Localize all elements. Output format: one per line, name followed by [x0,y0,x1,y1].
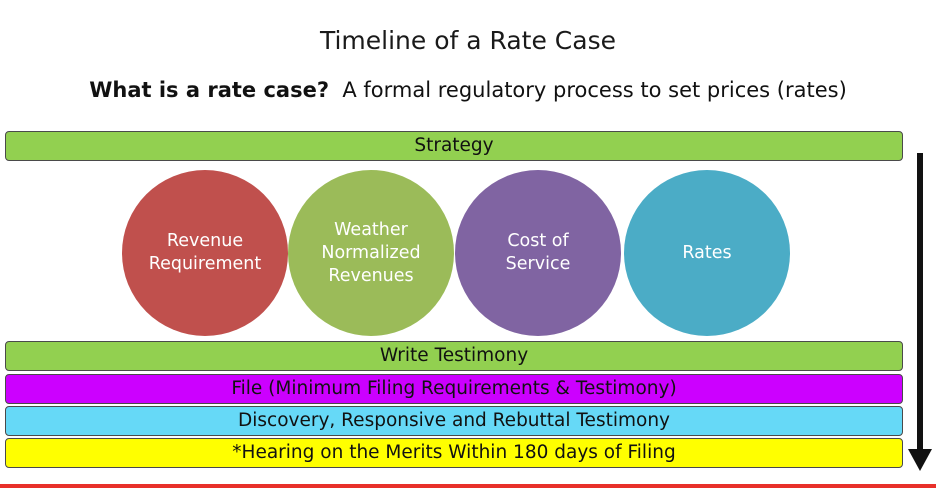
weather-normalized-revenues-circle: Weather Normalized Revenues [288,170,454,336]
file-bar: File (Minimum Filing Requirements & Test… [5,374,903,404]
revenue-requirement-circle: Revenue Requirement [122,170,288,336]
cost-of-service-circle: Cost of Service [455,170,621,336]
rates-label: Rates [682,242,732,263]
weather-normalized-revenues-label: Weather Normalized Revenues [321,219,421,286]
timeline-down-arrow-icon [908,153,932,471]
discovery-bar: Discovery, Responsive and Rebuttal Testi… [5,406,903,436]
revenue-requirement-label: Revenue Requirement [148,231,262,274]
rates-circle: Rates [624,170,790,336]
hearing-bar: *Hearing on the Merits Within 180 days o… [5,438,903,468]
slide-subtitle: What is a rate case? A formal regulatory… [0,78,936,102]
subtitle-question: What is a rate case? [89,78,330,102]
cost-of-service-label: Cost of Service [505,231,571,274]
slide-title: Timeline of a Rate Case [319,26,616,55]
subtitle-answer: A formal regulatory process to set price… [342,78,847,102]
bottom-accent-line [0,484,936,488]
write-testimony-bar: Write Testimony [5,341,903,371]
strategy-bar: Strategy [5,131,903,161]
